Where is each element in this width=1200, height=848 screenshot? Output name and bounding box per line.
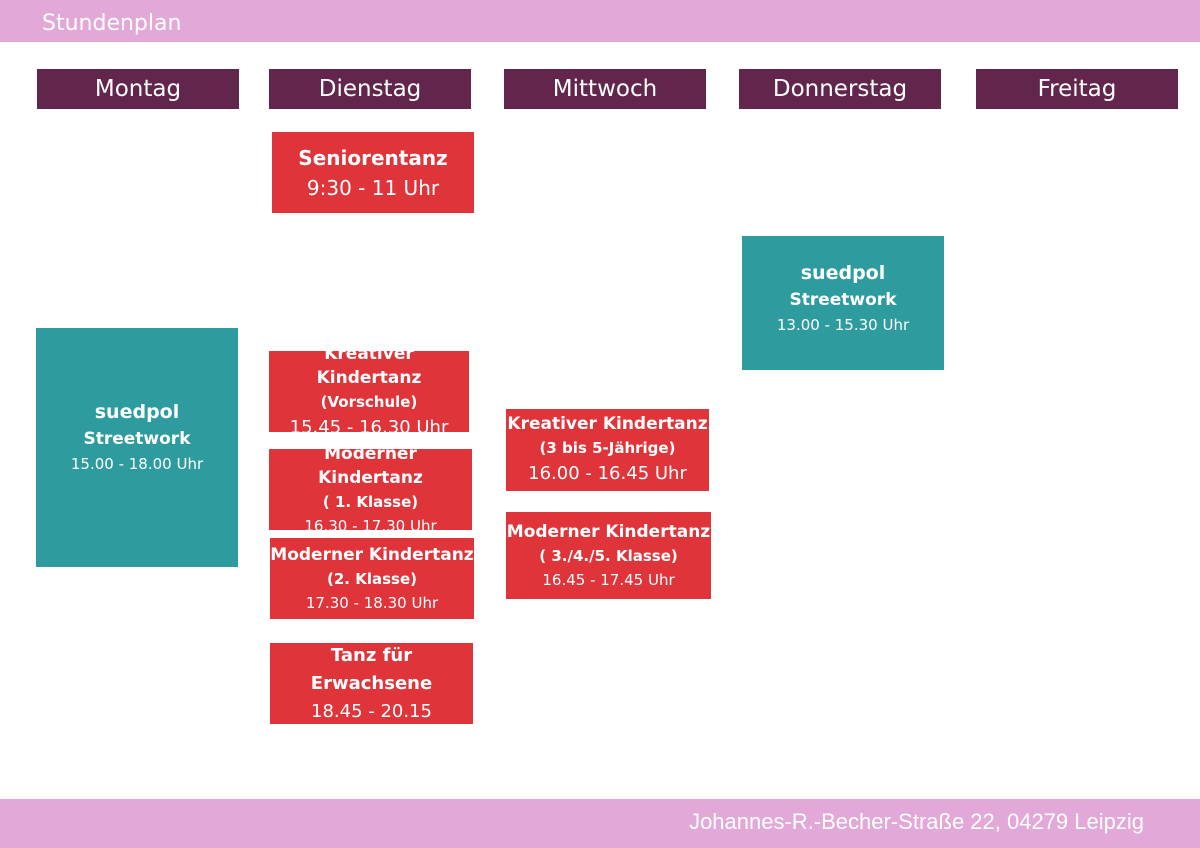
event-title: suedpol (94, 400, 180, 423)
event-title: Seniorentanz (298, 145, 448, 170)
event-title: suedpol (800, 262, 886, 284)
event-mittwoch-kreativer-kindertanz: Kreativer Kindertanz (3 bis 5-Jährige) 1… (506, 409, 709, 491)
event-dienstag-moderner-kindertanz-2: Moderner Kindertanz (2. Klasse) 17.30 - … (270, 538, 474, 619)
event-dienstag-moderner-kindertanz-1: Moderner Kindertanz ( 1. Klasse) 16.30 -… (269, 444, 472, 535)
day-header-montag: Montag (37, 69, 239, 109)
day-header-donnerstag: Donnerstag (739, 69, 941, 109)
day-header-mittwoch: Mittwoch (504, 69, 706, 109)
event-title: Kreativer Kindertanz (507, 414, 708, 434)
event-time: 15.45 - 16.30 Uhr (289, 416, 449, 438)
event-subtitle: ( 3./4./5. Klasse) (539, 546, 678, 565)
event-subtitle: Streetwork (789, 290, 897, 310)
event-dienstag-kreativer-kindertanz: Kreativer Kindertanz (Vorschule) 15.45 -… (269, 344, 469, 438)
event-title: Kreativer Kindertanz (316, 343, 422, 388)
footer-bar: Johannes-R.-Becher-Straße 22, 04279 Leip… (0, 799, 1200, 848)
event-montag-streetwork: suedpol Streetwork 15.00 - 18.00 Uhr (36, 328, 238, 567)
event-title: Moderner Kindertanz (506, 521, 711, 542)
event-time: 16.00 - 16.45 Uhr (528, 463, 687, 484)
event-time: 17.30 - 18.30 Uhr (305, 593, 439, 612)
event-dienstag-seniorentanz: Seniorentanz 9:30 - 11 Uhr (272, 132, 474, 213)
event-dienstag-tanz-fuer-erwachsene: Tanz für Erwachsene 18.45 - 20.15 (270, 643, 473, 724)
footer-address: Johannes-R.-Becher-Straße 22, 04279 Leip… (689, 809, 1144, 834)
event-subtitle: (2. Klasse) (327, 569, 417, 588)
event-title: Tanz für Erwachsene (310, 644, 433, 694)
event-donnerstag-streetwork: suedpol Streetwork 13.00 - 15.30 Uhr (742, 236, 944, 370)
event-time: 16.30 - 17.30 Uhr (304, 516, 437, 535)
event-subtitle: ( 1. Klasse) (322, 492, 419, 511)
header-bar: Stundenplan (0, 0, 1200, 42)
event-title: Moderner Kindertanz (270, 544, 474, 565)
day-header-dienstag: Dienstag (269, 69, 471, 109)
event-subtitle: (3 bis 5-Jährige) (539, 439, 676, 457)
event-subtitle: Streetwork (83, 428, 191, 449)
event-time: 9:30 - 11 Uhr (306, 175, 440, 200)
event-mittwoch-moderner-kindertanz: Moderner Kindertanz ( 3./4./5. Klasse) 1… (506, 512, 711, 599)
event-title: Moderner Kindertanz (318, 443, 423, 488)
event-time: 13.00 - 15.30 Uhr (776, 316, 910, 334)
day-header-freitag: Freitag (976, 69, 1178, 109)
event-time: 16.45 - 17.45 Uhr (542, 570, 675, 589)
event-subtitle: (Vorschule) (320, 392, 418, 411)
event-time: 18.45 - 20.15 (311, 700, 432, 722)
event-time: 15.00 - 18.00 Uhr (70, 454, 204, 473)
page-title: Stundenplan (42, 11, 182, 36)
